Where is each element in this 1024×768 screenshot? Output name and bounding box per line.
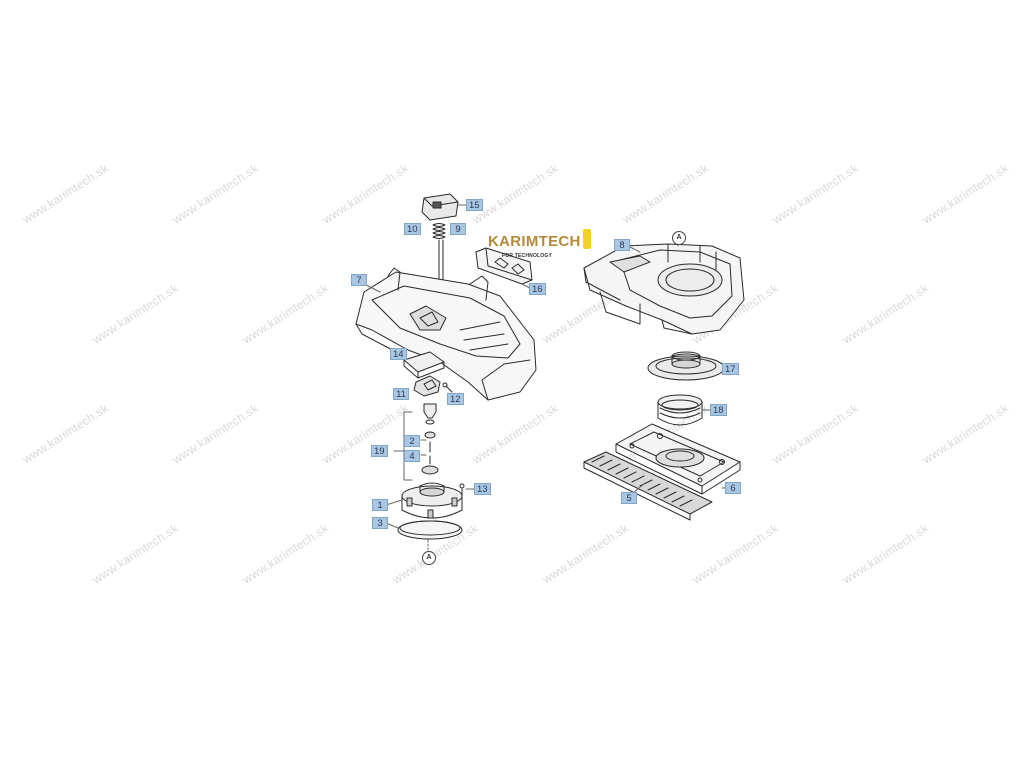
part-17-disc [647, 351, 725, 381]
part-1-hub [401, 482, 463, 519]
logo-accent-icon [583, 229, 591, 249]
callout-12: 12 [447, 393, 464, 405]
part-18-ring [657, 394, 703, 426]
callout-10: 10 [404, 223, 421, 235]
part-14-lever [403, 351, 445, 379]
part-11-clip [413, 375, 441, 397]
part-7-deck [355, 267, 537, 401]
callout-14: 14 [390, 348, 407, 360]
callout-9: 9 [450, 223, 466, 235]
reference-marker-a-bottom: A [422, 551, 436, 565]
part-5-grid [583, 451, 713, 521]
part-16-bracket [475, 247, 533, 285]
callout-5: 5 [621, 492, 637, 504]
callout-2: 2 [404, 435, 420, 447]
callout-15: 15 [466, 199, 483, 211]
callout-13: 13 [474, 483, 491, 495]
callout-6: 6 [725, 482, 741, 494]
callout-19: 19 [371, 445, 388, 457]
callout-7: 7 [351, 274, 367, 286]
part-8-housing [583, 243, 745, 335]
part-10-spring [432, 223, 446, 239]
callout-18: 18 [710, 404, 727, 416]
callout-11: 11 [393, 388, 409, 400]
logo-name: KARIMTECH [488, 233, 581, 250]
callout-4: 4 [404, 450, 420, 462]
part-stack [420, 403, 439, 475]
part-3-disc [397, 520, 463, 540]
callout-17: 17 [722, 363, 739, 375]
callout-3: 3 [372, 517, 388, 529]
part-15-handle [421, 193, 459, 221]
callout-1: 1 [372, 499, 388, 511]
callout-8: 8 [614, 239, 630, 251]
reference-marker-a-top: A [672, 231, 686, 245]
logo-tagline: FOR TECHNOLOGY [502, 253, 553, 259]
callout-16: 16 [529, 283, 546, 295]
part-6-plate [615, 423, 741, 495]
